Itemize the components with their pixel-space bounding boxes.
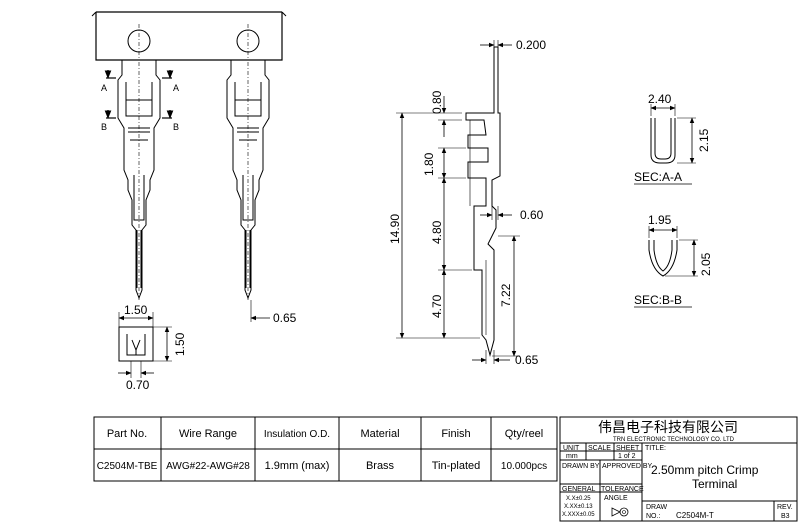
header-insulation: Insulation O.D.: [264, 429, 330, 440]
section-label-a-right: A: [173, 83, 179, 93]
tolerance-label: TOLERANCE: [601, 486, 644, 493]
drawing-title-line2: Terminal: [692, 477, 737, 491]
title-label: TITLE:: [645, 445, 666, 452]
general-label: GENERAL: [562, 486, 596, 493]
section-b-caption: SEC:B-B: [634, 293, 682, 307]
title-block: [559, 416, 798, 522]
dim-sec-b-height: 2.05: [699, 252, 713, 276]
terminal-right: [226, 60, 270, 302]
terminal-left: [117, 60, 161, 302]
approved-by-label: APPROVED BY: [602, 463, 653, 470]
section-label-b-right: B: [173, 122, 179, 132]
drawing-number: C2504M-T: [676, 511, 714, 520]
tolerance-2: X.XX±0.13: [564, 504, 593, 510]
dim-sec-b-width: 1.95: [648, 213, 672, 227]
header-part-no: Part No.: [107, 428, 147, 440]
dim-overall: 14.90: [388, 214, 402, 244]
dim-tip-length: 7.22: [499, 283, 513, 307]
dim-pin-width-top: 0.65: [273, 311, 297, 325]
dim-lower: 4.70: [430, 294, 444, 318]
dim-sec-a-width: 2.40: [648, 92, 672, 106]
company-name-cn: 伟昌电子科技有限公司: [598, 419, 738, 435]
dim-end-width: 1.50: [124, 303, 148, 317]
rev-value: B3: [781, 513, 790, 520]
cell-insulation: 1.9mm (max): [265, 460, 330, 472]
side-view: [396, 40, 520, 364]
tolerance-3: X.XXX±0.05: [562, 512, 595, 518]
sheet-value: 1 of 2: [618, 453, 636, 460]
dim-lance: 0.60: [520, 208, 544, 222]
sheet-label: SHEET: [616, 445, 640, 452]
side-profile: [465, 46, 501, 357]
carrier-strip: [95, 11, 283, 61]
drawing-title-line1: 2.50mm pitch Crimp: [651, 463, 759, 477]
scale-label: SCALE: [588, 445, 611, 452]
header-material: Material: [360, 428, 399, 440]
dim-pin-width-side: 0.65: [515, 353, 539, 367]
header-finish: Finish: [441, 428, 470, 440]
draw-label: DRAW: [646, 504, 668, 511]
company-name-en: TRN ELECTRONIC TECHNOLOGY CO. LTD: [613, 437, 735, 443]
tolerance-1: X.X±0.25: [566, 496, 591, 502]
dim-end-height: 1.50: [173, 332, 187, 356]
draw-no-label: NO.:: [646, 513, 660, 520]
dim-spring: 1.80: [422, 152, 436, 176]
cell-wire-range: AWG#22-AWG#28: [166, 461, 250, 472]
header-wire-range: Wire Range: [179, 428, 237, 440]
cell-finish: Tin-plated: [432, 460, 481, 472]
section-a-caption: SEC:A-A: [634, 170, 682, 184]
cell-part-no: C2504M-TBE: [97, 461, 158, 472]
section-b-view: [648, 226, 698, 277]
section-a-view: [650, 104, 696, 164]
unit-value: mm: [566, 453, 578, 460]
spec-table: [93, 416, 558, 482]
dim-tab: 0.80: [430, 90, 444, 114]
section-label-b-left: B: [101, 122, 107, 132]
cell-material: Brass: [366, 460, 395, 472]
dim-end-slot: 0.70: [126, 378, 150, 392]
section-marks: [104, 70, 174, 119]
dim-sec-a-height: 2.15: [697, 128, 711, 152]
dim-mid: 4.80: [430, 220, 444, 244]
dim-thickness: 0.200: [516, 38, 546, 52]
drawn-by-label: DRAWN BY: [562, 463, 600, 470]
terminal-pair-view: [91, 11, 287, 322]
header-qty-reel: Qty/reel: [505, 428, 544, 440]
end-view: [118, 312, 172, 378]
cell-qty: 10.000pcs: [501, 461, 547, 472]
unit-label: UNIT: [563, 445, 580, 452]
angle-label: ANGLE: [604, 495, 628, 502]
section-label-a-left: A: [101, 83, 107, 93]
rev-label: REV.: [777, 504, 793, 511]
